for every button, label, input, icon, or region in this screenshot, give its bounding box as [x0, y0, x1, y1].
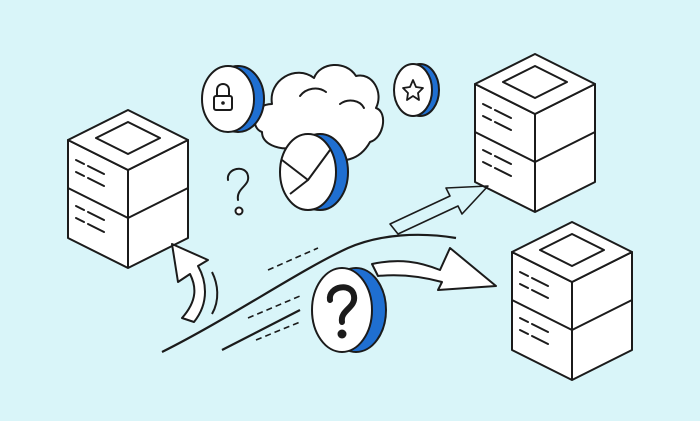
connection-lines — [161, 233, 457, 353]
server-stack-top-right-icon — [474, 53, 596, 213]
small-question-mark-icon — [226, 167, 250, 216]
curved-arrow-up-icon — [171, 243, 219, 323]
server-stack-left-icon — [67, 109, 189, 269]
outline-arrow-up-right-icon — [389, 185, 489, 235]
lock-coin-icon — [201, 65, 265, 133]
question-coin-icon — [311, 267, 387, 353]
mail-coin-icon — [279, 133, 349, 211]
curved-arrow-right-icon — [371, 247, 497, 291]
star-coin-icon — [393, 63, 440, 117]
server-stack-bottom-right-icon — [511, 221, 633, 381]
